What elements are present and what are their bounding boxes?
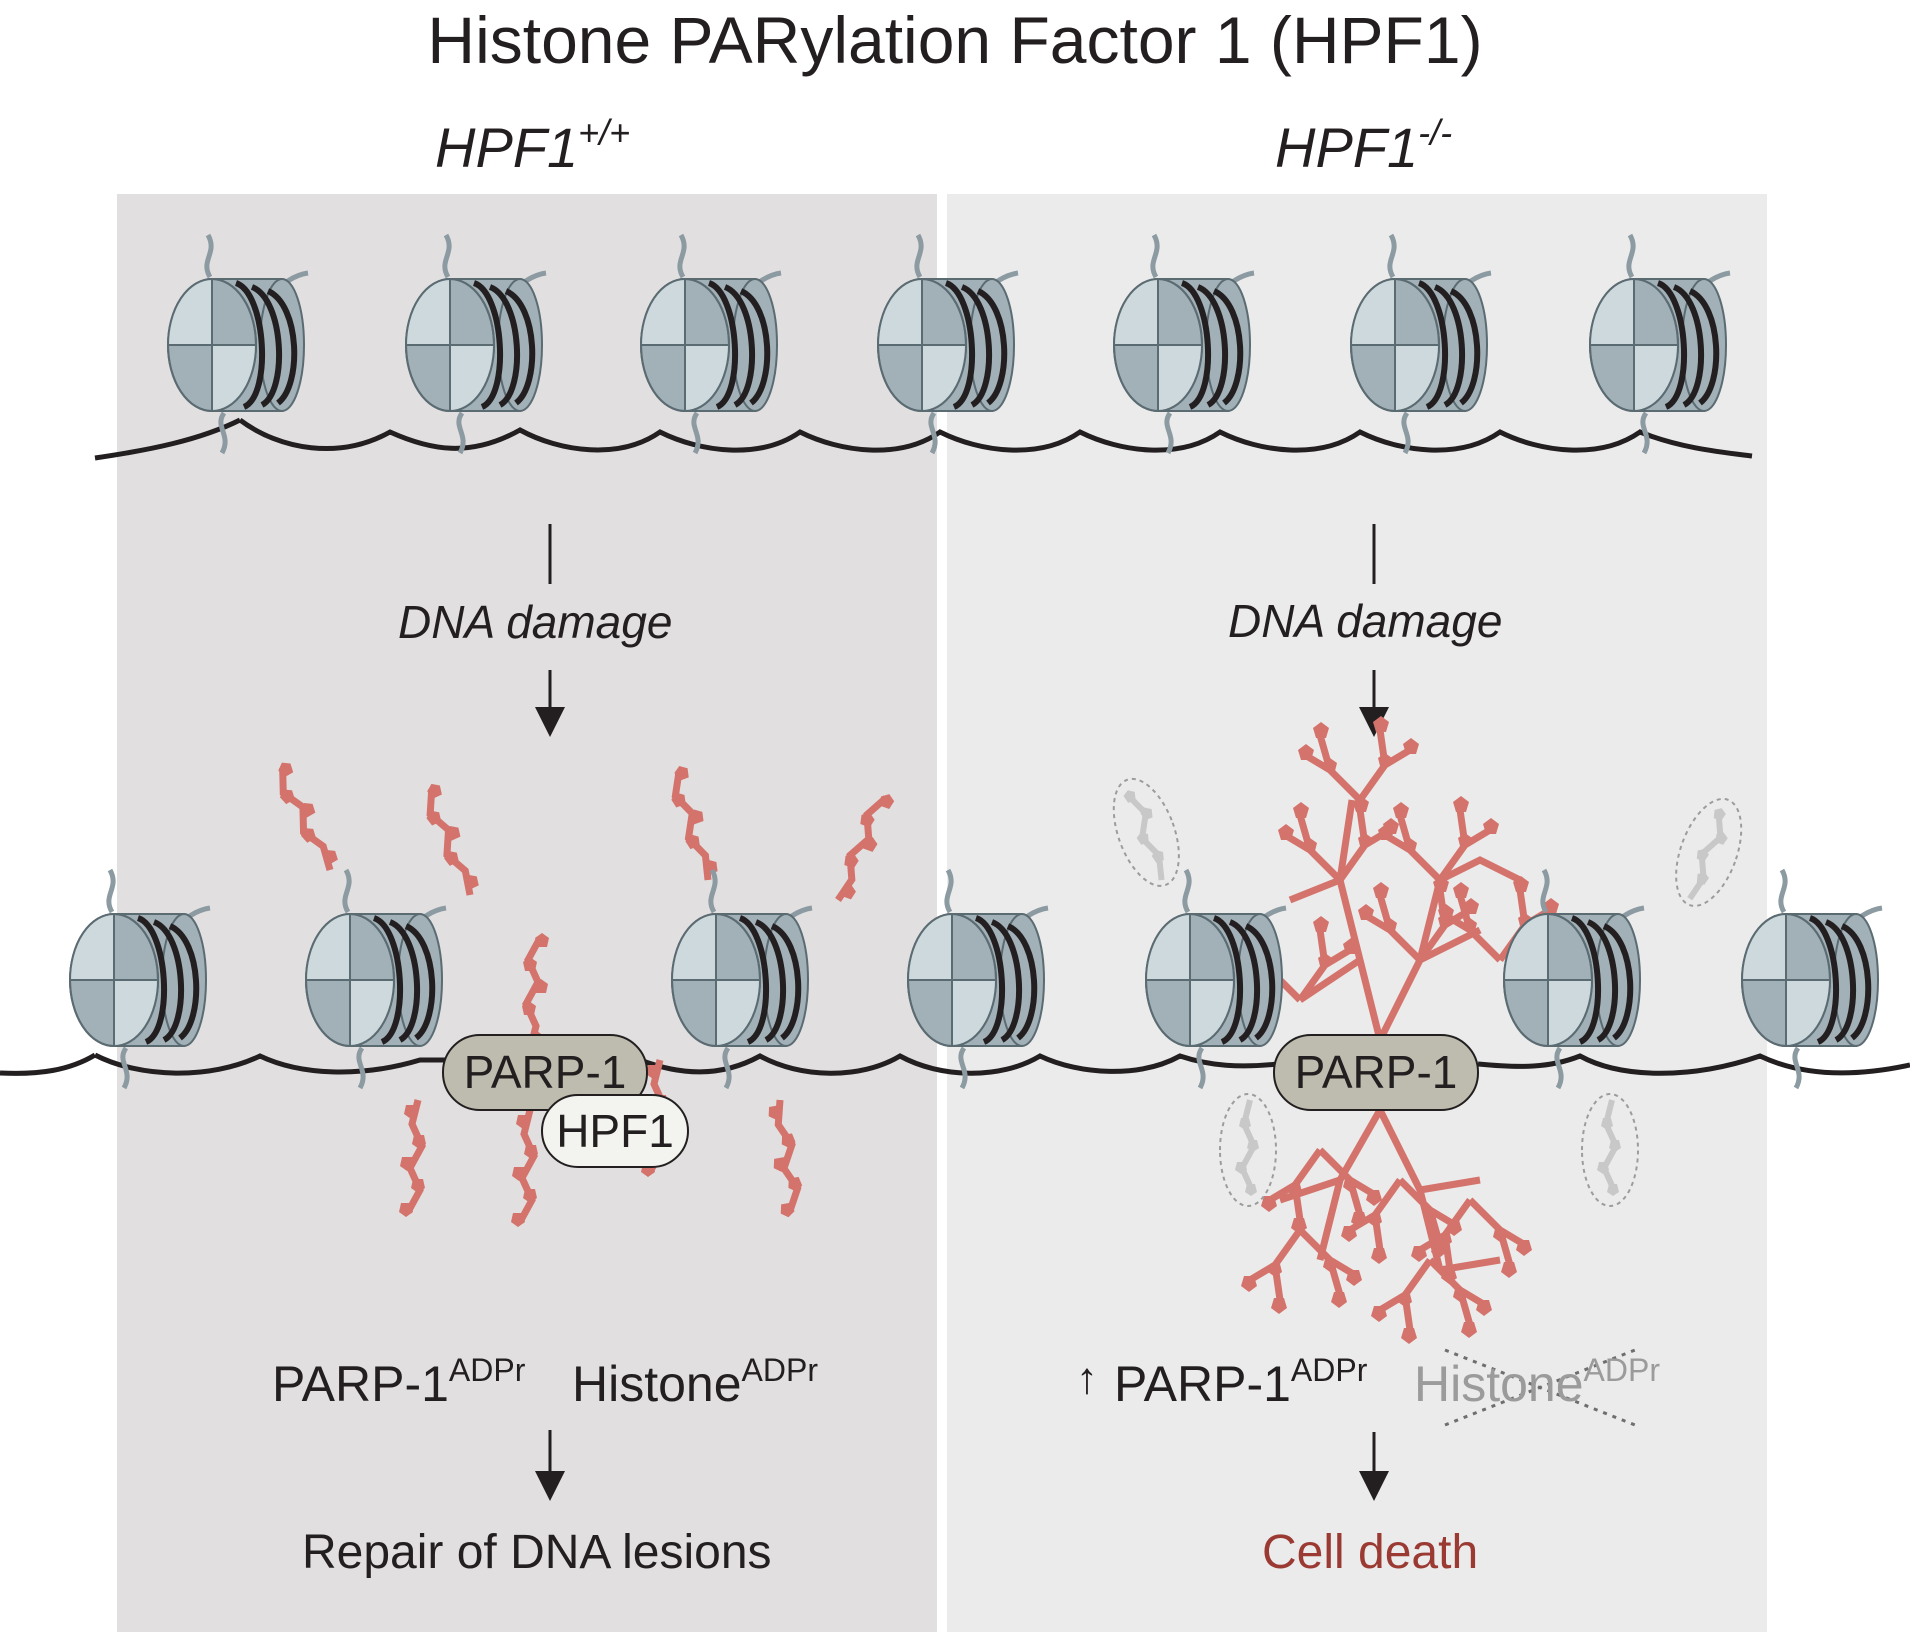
right-outcome: Cell death	[1262, 1525, 1478, 1580]
left-parp1-adpr: PARP-1ADPr	[272, 1352, 525, 1413]
right-histone-adpr-crossed: HistoneADPr	[1414, 1352, 1660, 1413]
right-damage-label: DNA damage	[1228, 594, 1502, 648]
increase-arrow: ↑	[1076, 1354, 1098, 1404]
hpf1-label: HPF1	[542, 1104, 688, 1158]
right-parp1-label: PARP-1	[1274, 1045, 1478, 1099]
left-outcome: Repair of DNA lesions	[302, 1525, 772, 1580]
left-histone-adpr: HistoneADPr	[572, 1352, 818, 1413]
right-parp1-adpr: PARP-1ADPr	[1114, 1352, 1367, 1413]
left-damage-label: DNA damage	[398, 595, 672, 649]
left-genotype-label: HPF1+/+	[435, 112, 630, 180]
right-genotype-label: HPF1-/-	[1275, 112, 1452, 180]
left-parp1-label: PARP-1	[443, 1045, 647, 1099]
figure-title: Histone PARylation Factor 1 (HPF1)	[0, 2, 1910, 78]
